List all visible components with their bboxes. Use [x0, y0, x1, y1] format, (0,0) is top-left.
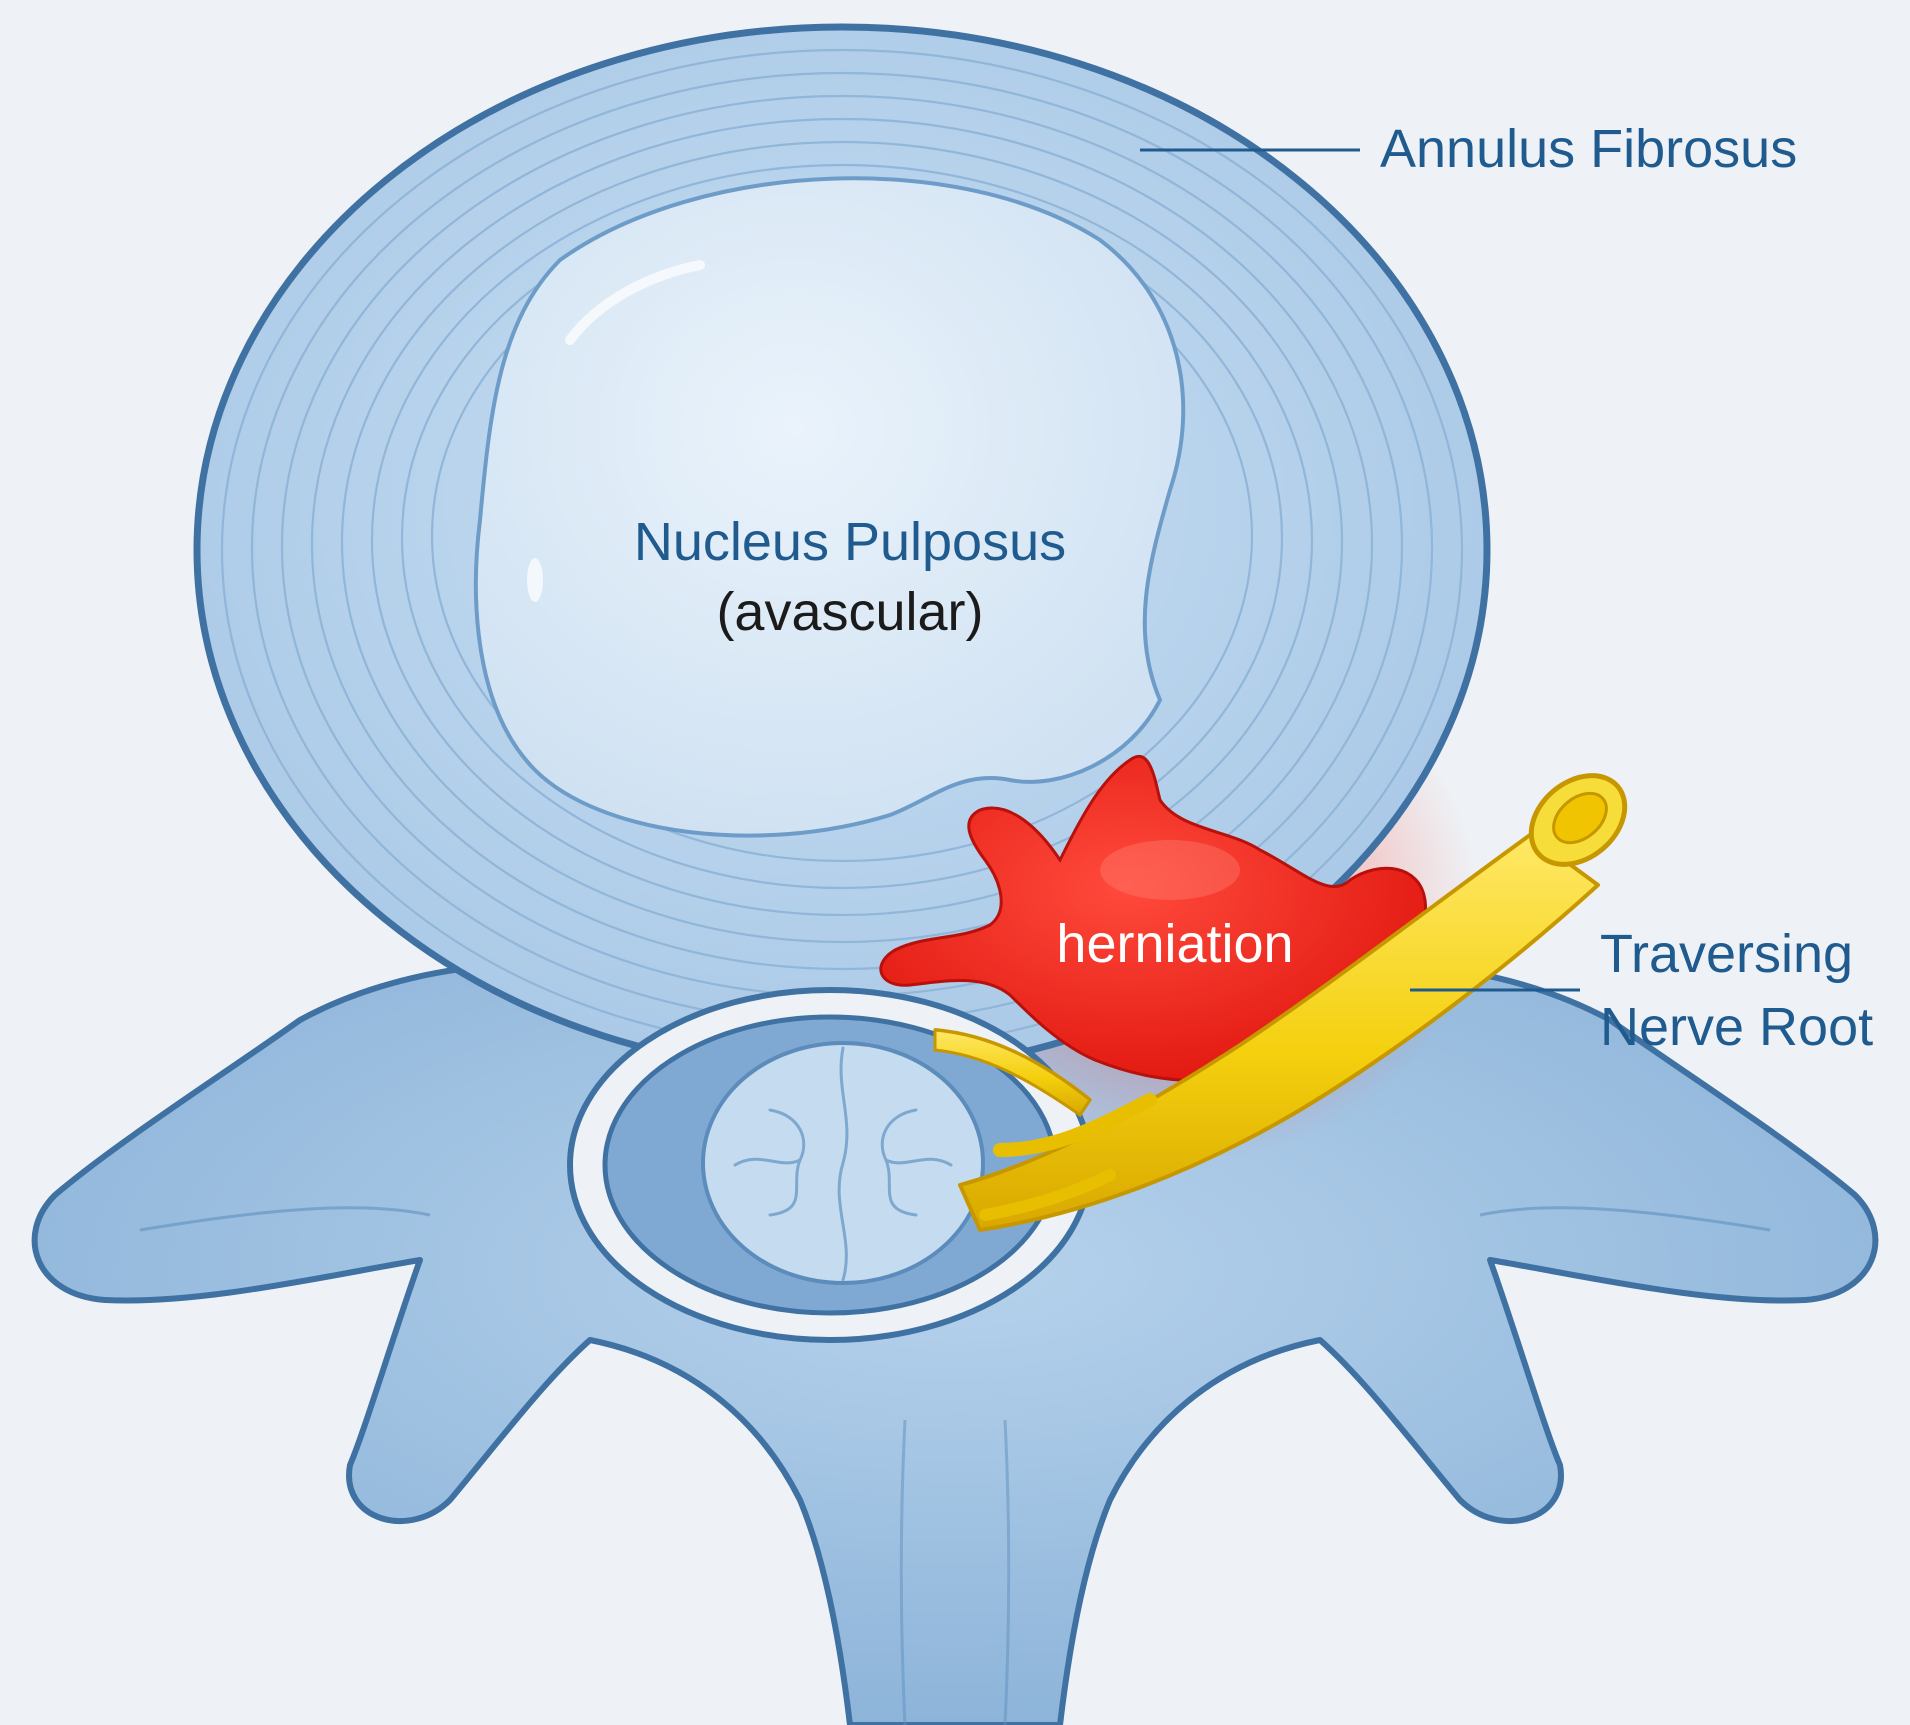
nucleus-avascular-label: (avascular)	[716, 582, 983, 642]
nucleus-pulposus	[476, 178, 1183, 835]
traversing-nerve-label-line1: Traversing	[1600, 924, 1853, 984]
nucleus-pulposus-label: Nucleus Pulposus	[634, 512, 1066, 572]
traversing-nerve-label-line2: Nerve Root	[1600, 997, 1873, 1057]
herniation-label: herniation	[1056, 914, 1293, 974]
annulus-fibrosus-label: Annulus Fibrosus	[1380, 119, 1797, 179]
spinal-canal	[570, 990, 1090, 1340]
